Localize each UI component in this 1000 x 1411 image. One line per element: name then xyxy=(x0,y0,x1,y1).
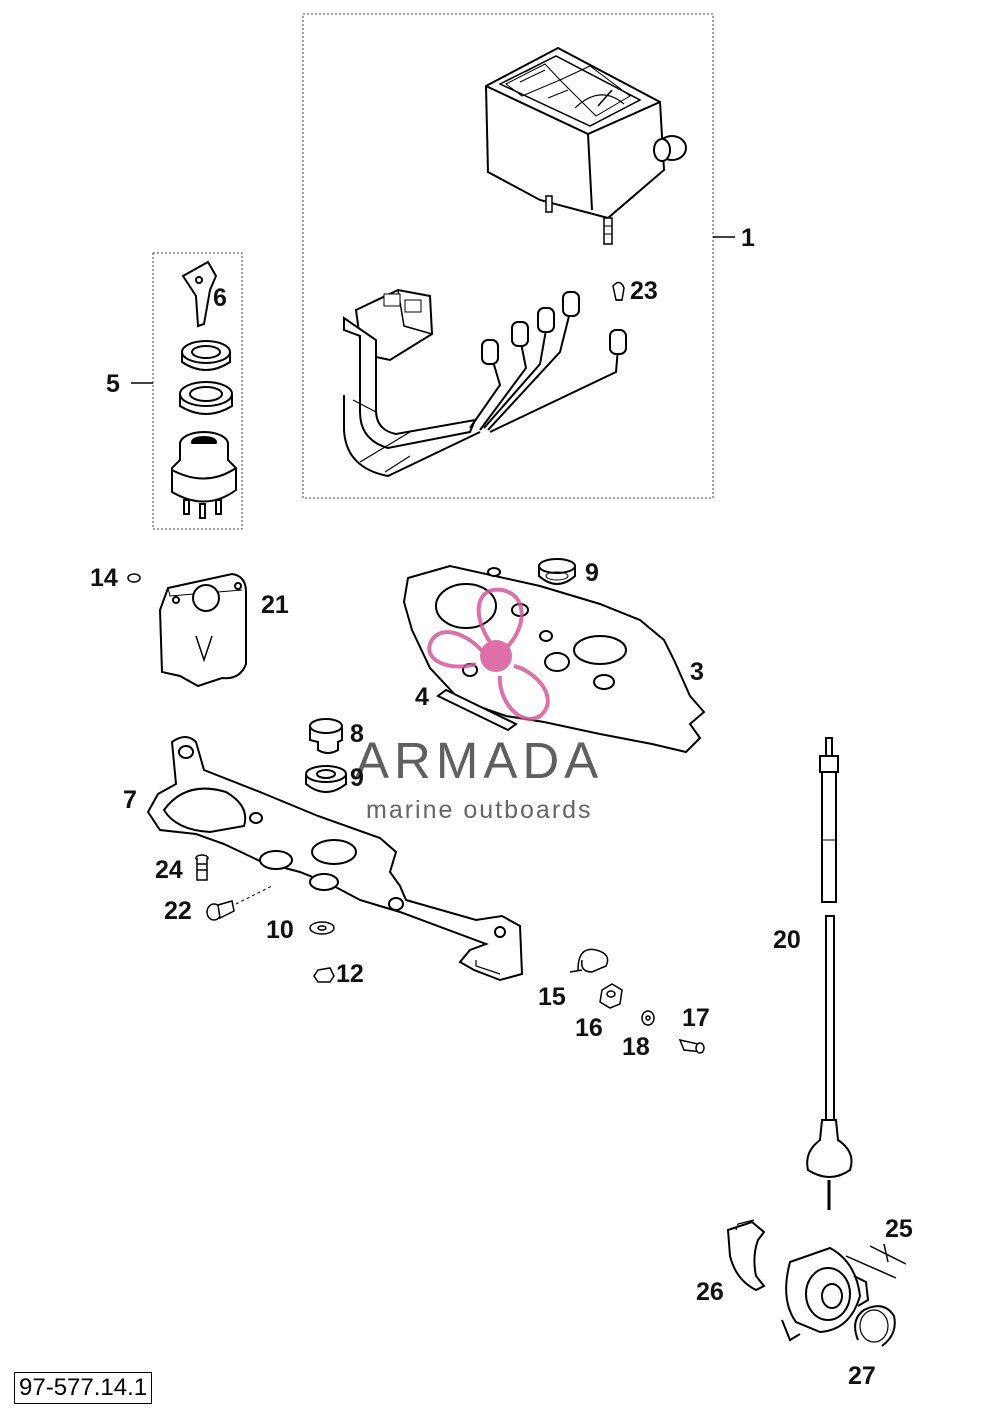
washer-18 xyxy=(641,1010,655,1026)
speedometer-housing xyxy=(484,46,687,245)
ignition-lock-cover xyxy=(158,572,247,688)
speedometer-group-frame xyxy=(302,13,714,499)
callout-22: 22 xyxy=(164,897,192,925)
leader-line-22 xyxy=(235,885,273,905)
rubber-grommet xyxy=(309,718,343,754)
ignition-key xyxy=(181,260,218,328)
watermark-tagline: marine outboards xyxy=(366,796,593,824)
rubber-bushing-lower xyxy=(305,765,347,793)
rubber-bushing-upper xyxy=(538,558,576,585)
callout-25: 25 xyxy=(885,1215,913,1243)
callout-4: 4 xyxy=(415,683,429,711)
callout-15: 15 xyxy=(538,983,566,1011)
cap xyxy=(127,573,141,583)
ignition-switch xyxy=(171,431,237,519)
watermark-brand: ARMADA xyxy=(355,732,604,789)
instrument-bracket xyxy=(146,736,524,982)
drawing-reference: 97-577.14.1 xyxy=(14,1372,153,1404)
ignition-group-frame xyxy=(152,252,243,530)
callout-17: 17 xyxy=(682,1004,710,1032)
callout-16: 16 xyxy=(575,1014,603,1042)
retaining-clip xyxy=(726,1219,766,1292)
cable-clip-15 xyxy=(569,948,609,973)
screw-17 xyxy=(678,1038,705,1054)
screw-24 xyxy=(195,854,209,881)
callout-18: 18 xyxy=(622,1033,650,1061)
bulb xyxy=(612,281,625,301)
callout-27: 27 xyxy=(848,1362,876,1390)
callout-12: 12 xyxy=(336,960,364,988)
callout-21: 21 xyxy=(261,591,289,619)
callout-6: 6 xyxy=(213,284,227,312)
callout-14: 14 xyxy=(90,564,118,592)
snap-ring xyxy=(854,1305,896,1347)
bracket-line-25 xyxy=(845,1255,897,1279)
callout-7: 7 xyxy=(123,786,137,814)
callout-5: 5 xyxy=(106,370,120,398)
leader-line-25 xyxy=(883,1243,889,1263)
callout-26: 26 xyxy=(696,1278,724,1306)
callout-1: 1 xyxy=(741,224,755,252)
speedometer-cable xyxy=(806,737,853,1210)
screw-22 xyxy=(206,900,235,921)
callout-24: 24 xyxy=(155,856,183,884)
callout-3: 3 xyxy=(690,658,704,686)
callout-9b: 9 xyxy=(350,764,364,792)
lock-rings xyxy=(179,340,233,415)
callout-23: 23 xyxy=(630,277,658,305)
callout-10: 10 xyxy=(266,916,294,944)
gasket-plate xyxy=(402,564,706,754)
nut-16 xyxy=(599,983,623,1009)
speedometer-drive xyxy=(781,1246,870,1342)
callout-9a: 9 xyxy=(585,559,599,587)
rubber-strip xyxy=(436,688,518,732)
callout-8: 8 xyxy=(350,720,364,748)
callout-20: 20 xyxy=(773,926,801,954)
washer-10 xyxy=(309,921,335,935)
armada-logo-icon xyxy=(427,587,550,721)
nut-12 xyxy=(313,967,335,983)
bracket-line-25b xyxy=(869,1245,907,1265)
wiring-harness xyxy=(343,288,627,478)
